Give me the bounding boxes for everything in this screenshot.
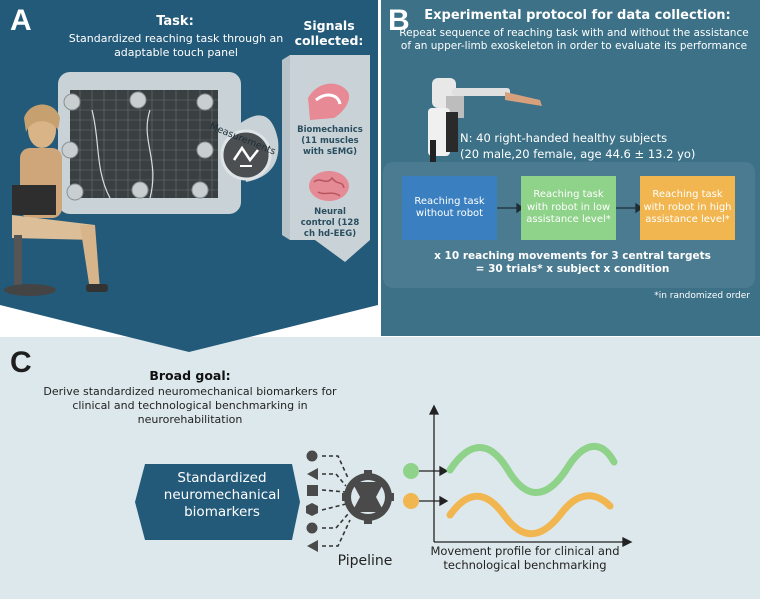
input-connectors xyxy=(321,455,351,547)
protocol-description: Repeat sequence of reaching task with an… xyxy=(399,27,749,52)
touch-targets xyxy=(61,91,214,201)
condition-no-robot: Reaching task without robot xyxy=(402,176,497,240)
protocol-title: Experimental protocol for data collectio… xyxy=(424,8,731,23)
trials-line-2: = 30 trials* x subject x condition xyxy=(475,263,670,275)
randomized-note: *in randomized order xyxy=(654,291,750,301)
task-description: Standardized reaching task through an ad… xyxy=(68,32,284,59)
output-dot-green xyxy=(403,463,419,479)
condition-arrows xyxy=(497,202,644,214)
trials-info: x 10 reaching movements for 3 central ta… xyxy=(395,250,750,276)
muscle-icon xyxy=(308,83,350,120)
brain-icon xyxy=(309,171,349,201)
pipeline-gear-icon xyxy=(342,470,394,524)
task-title: Task: xyxy=(156,14,194,29)
orange-movement-curve xyxy=(446,492,614,538)
subjects-line-1: N: 40 right-handed healthy subjects xyxy=(460,131,668,145)
signals-title: Signals collected: xyxy=(294,18,364,48)
input-circle-icon xyxy=(306,450,318,462)
biomechanics-label: Biomechanics (11 muscles with sEMG) xyxy=(297,125,363,157)
panel-a-letter: A xyxy=(10,4,32,37)
panel-b-letter: B xyxy=(388,4,410,37)
pipeline-label: Pipeline xyxy=(337,553,393,569)
cables xyxy=(91,109,154,199)
input-circle-icon-2 xyxy=(306,522,318,534)
panel-a-pointer xyxy=(0,302,378,352)
measurements-badge xyxy=(220,115,279,182)
input-shapes xyxy=(306,450,318,552)
output-arrows xyxy=(419,465,449,507)
input-triangle-icon xyxy=(307,468,318,480)
subjects-info: N: 40 right-handed healthy subjects (20 … xyxy=(460,130,755,162)
goal-title: Broad goal: xyxy=(149,368,231,383)
output-dot-orange xyxy=(403,493,419,509)
seated-subject xyxy=(4,104,108,296)
movement-profile-label: Movement profile for clinical and techno… xyxy=(430,544,620,572)
input-triangle-icon-2 xyxy=(307,540,318,552)
biomarkers-label: Standardized neuromechanical biomarkers xyxy=(163,470,281,520)
input-hexagon-icon xyxy=(306,503,318,516)
green-movement-curve xyxy=(446,442,618,496)
input-square-icon xyxy=(307,485,318,496)
neural-label: Neural control (128 ch hd-EEG) xyxy=(300,207,360,239)
trials-line-1: x 10 reaching movements for 3 central ta… xyxy=(434,250,711,262)
goal-description: Derive standardized neuromechanical biom… xyxy=(43,385,337,426)
exoskeleton-subject xyxy=(428,78,542,162)
condition-low-assistance: Reaching task with robot in low assistan… xyxy=(521,176,616,240)
movement-axes xyxy=(428,404,633,548)
panel-c-letter: C xyxy=(10,346,32,379)
biomarkers-box xyxy=(135,464,300,540)
subjects-line-2: (20 male,20 female, age 44.6 ± 13.2 yo) xyxy=(460,147,696,161)
condition-high-assistance: Reaching task with robot in high assista… xyxy=(640,176,735,240)
